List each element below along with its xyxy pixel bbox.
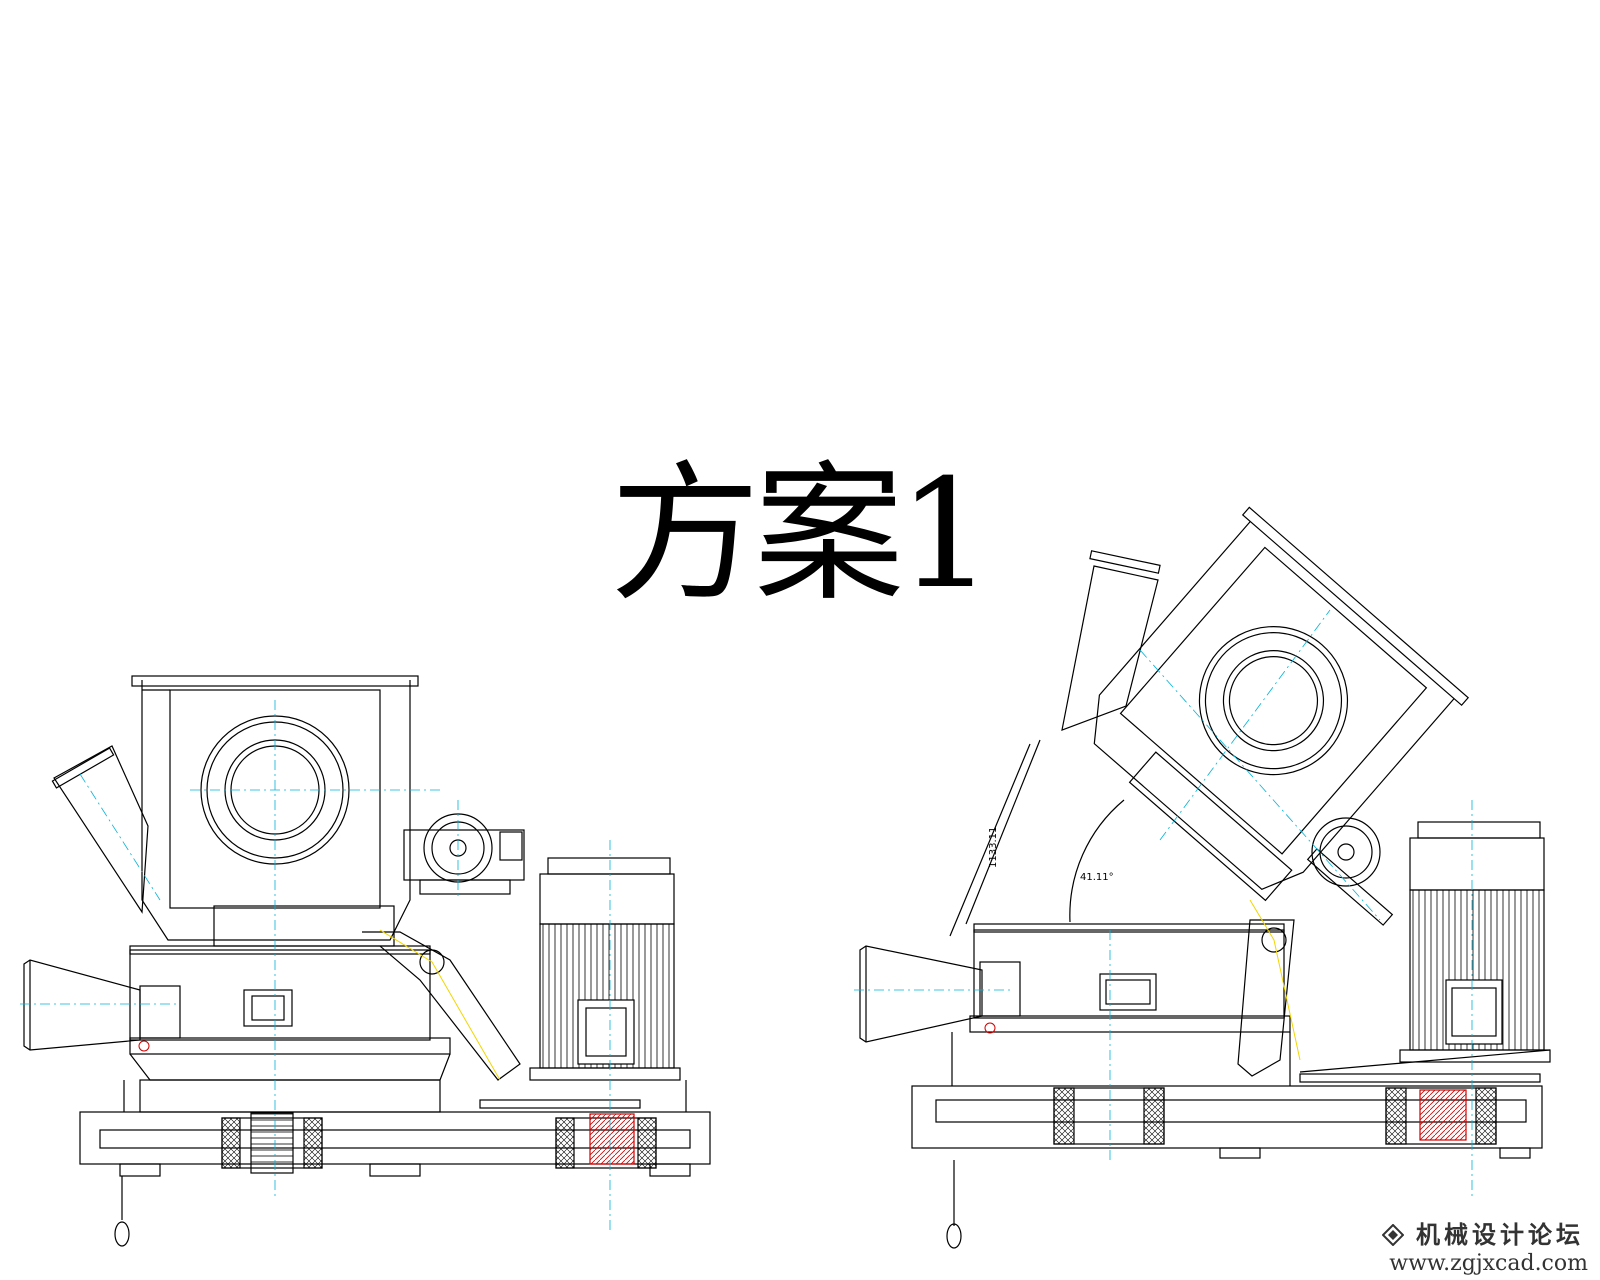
hinge-plate-right <box>1237 919 1295 1077</box>
watermark-logo-icon <box>1382 1224 1404 1246</box>
feed-chute-tilted <box>1061 550 1161 731</box>
main-motor <box>479 857 681 1109</box>
watermark-url: www.zgjxcad.com <box>1389 1251 1588 1276</box>
isolator-left <box>221 1112 323 1174</box>
machine-tilted-position <box>859 506 1551 1249</box>
classifier-box-tilted <box>1093 506 1470 902</box>
inlet-cone-right <box>859 945 983 1043</box>
dimension-length: 1133.11 <box>988 827 999 868</box>
dimension-lines <box>949 739 1125 937</box>
base-frame-right <box>911 1085 1543 1159</box>
centerlines-left <box>20 700 611 1230</box>
centerlines-right <box>854 609 1473 1200</box>
lower-housing <box>129 1037 451 1113</box>
feed-chute <box>51 745 149 914</box>
hinge-yellow-right <box>1249 899 1301 1061</box>
watermark-brand: 机械设计论坛 <box>1416 1221 1584 1249</box>
small-motor-tilted <box>1306 817 1394 926</box>
lower-housing-right <box>951 1015 1291 1086</box>
hinge-yellow-left <box>379 929 501 1081</box>
isolator-right-1 <box>1053 1087 1165 1145</box>
red-marker-right <box>984 1022 996 1034</box>
mill-body <box>129 945 431 1041</box>
hinge-plate <box>213 905 521 1081</box>
isolator-right-2 <box>1385 1087 1497 1145</box>
dimension-angle: 41.11° <box>1080 872 1114 883</box>
mill-body-right <box>973 923 1285 1019</box>
red-marker-left <box>138 1040 150 1052</box>
machine-normal-position <box>23 675 711 1247</box>
main-motor-right <box>1299 821 1551 1083</box>
small-motor <box>403 813 525 895</box>
lifting-hook-right <box>946 1160 962 1249</box>
lifting-hook <box>114 1176 130 1247</box>
inlet-cone <box>23 959 141 1051</box>
isolator-right <box>555 1113 657 1169</box>
